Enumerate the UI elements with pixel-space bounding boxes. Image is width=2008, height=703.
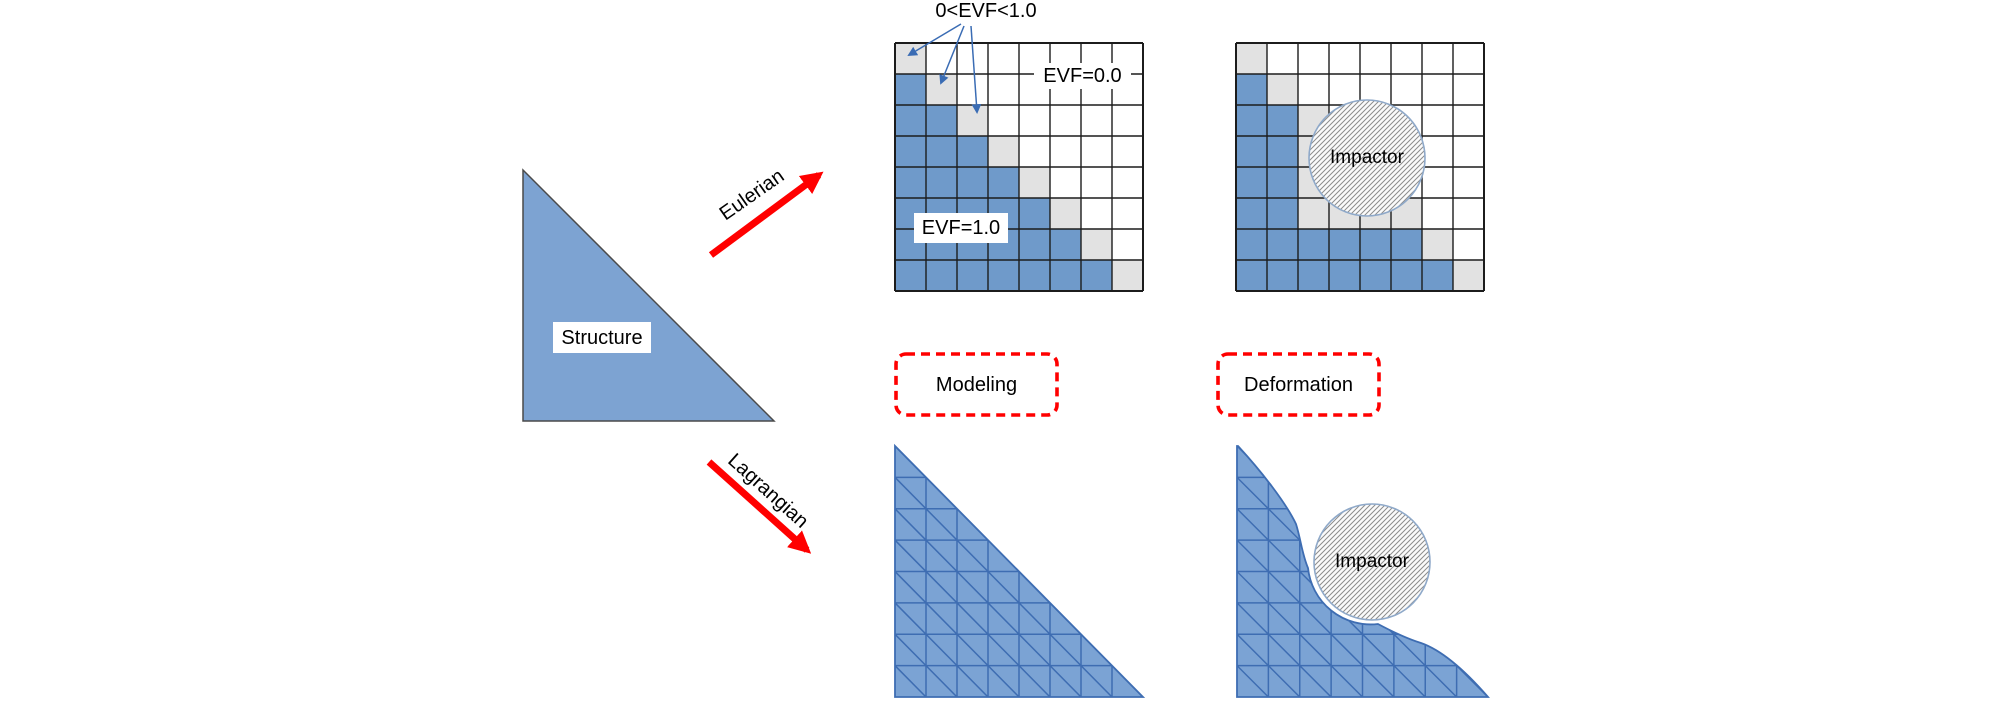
- eulerian-model-grid: [894, 42, 1144, 292]
- eulerian-deformed-grid: [1235, 42, 1485, 292]
- structure-triangle: [522, 168, 776, 422]
- modeling-label: Modeling: [935, 373, 1018, 396]
- impactor-circles: [1308, 99, 1431, 621]
- stage-dashed-boxes: [894, 352, 1381, 417]
- impactor-label-bottom: Impactor: [1335, 550, 1409, 572]
- method-arrows: [706, 171, 824, 554]
- evf-one-label: EVF=1.0: [914, 213, 1008, 243]
- evf-partial-label: 0<EVF<1.0: [935, 0, 1037, 22]
- deformation-label: Deformation: [1244, 373, 1353, 396]
- evf-pointer-arrows: [907, 23, 982, 114]
- structure-label: Structure: [553, 322, 651, 353]
- impactor-label-top: Impactor: [1330, 146, 1404, 168]
- evf-zero-label: EVF=0.0: [1034, 63, 1131, 89]
